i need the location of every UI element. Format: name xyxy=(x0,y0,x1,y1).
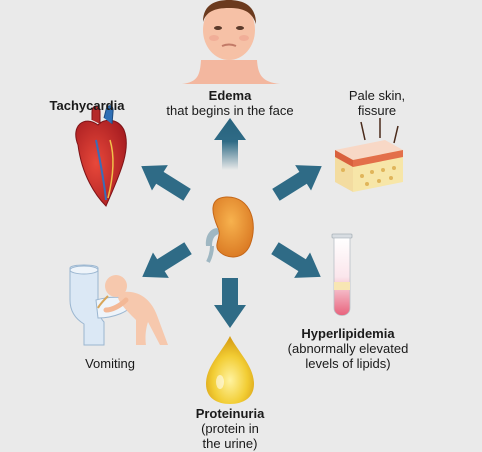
kidney-icon xyxy=(205,196,254,263)
arrow-lower-left xyxy=(142,242,192,278)
hyperlipidemia-line2: levels of lipids) xyxy=(305,356,391,371)
hyperlipidemia-line1: (abnormally elevated xyxy=(287,341,409,356)
vomiting-label: Vomiting xyxy=(60,356,160,371)
face-icon xyxy=(182,0,280,84)
tachycardia-label: Tachycardia xyxy=(32,98,142,113)
proteinuria-line1: (protein in xyxy=(201,421,259,436)
test-tube-icon xyxy=(331,233,353,316)
arrow-lower-right xyxy=(271,242,321,278)
pale-skin-label: Pale skin, fissure xyxy=(322,88,432,118)
pale-skin-line2: fissure xyxy=(357,103,397,118)
vomiting-person-icon xyxy=(69,264,168,346)
hyperlipidemia-label: Hyperlipidemia (abnormally elevated leve… xyxy=(268,326,428,371)
arrow-down xyxy=(214,278,246,328)
proteinuria-line2: the urine) xyxy=(202,436,258,451)
urine-drop-icon xyxy=(206,336,254,404)
proteinuria-title: Proteinuria xyxy=(195,406,265,421)
arrow-upper-right xyxy=(272,165,322,201)
hyperlipidemia-title: Hyperlipidemia xyxy=(301,326,395,341)
arrow-upper-left xyxy=(141,165,191,201)
edema-title: Edema xyxy=(208,88,252,103)
heart-icon xyxy=(75,105,127,207)
proteinuria-label: Proteinuria (protein in the urine) xyxy=(170,406,290,451)
edema-label: Edema that begins in the face xyxy=(150,88,310,118)
skin-layer-icon xyxy=(335,118,403,192)
arrow-up xyxy=(214,118,246,170)
vomiting-title: Vomiting xyxy=(85,356,135,371)
edema-desc: that begins in the face xyxy=(166,103,294,118)
pale-skin-line1: Pale skin, xyxy=(348,88,406,103)
tachycardia-title: Tachycardia xyxy=(49,98,125,113)
